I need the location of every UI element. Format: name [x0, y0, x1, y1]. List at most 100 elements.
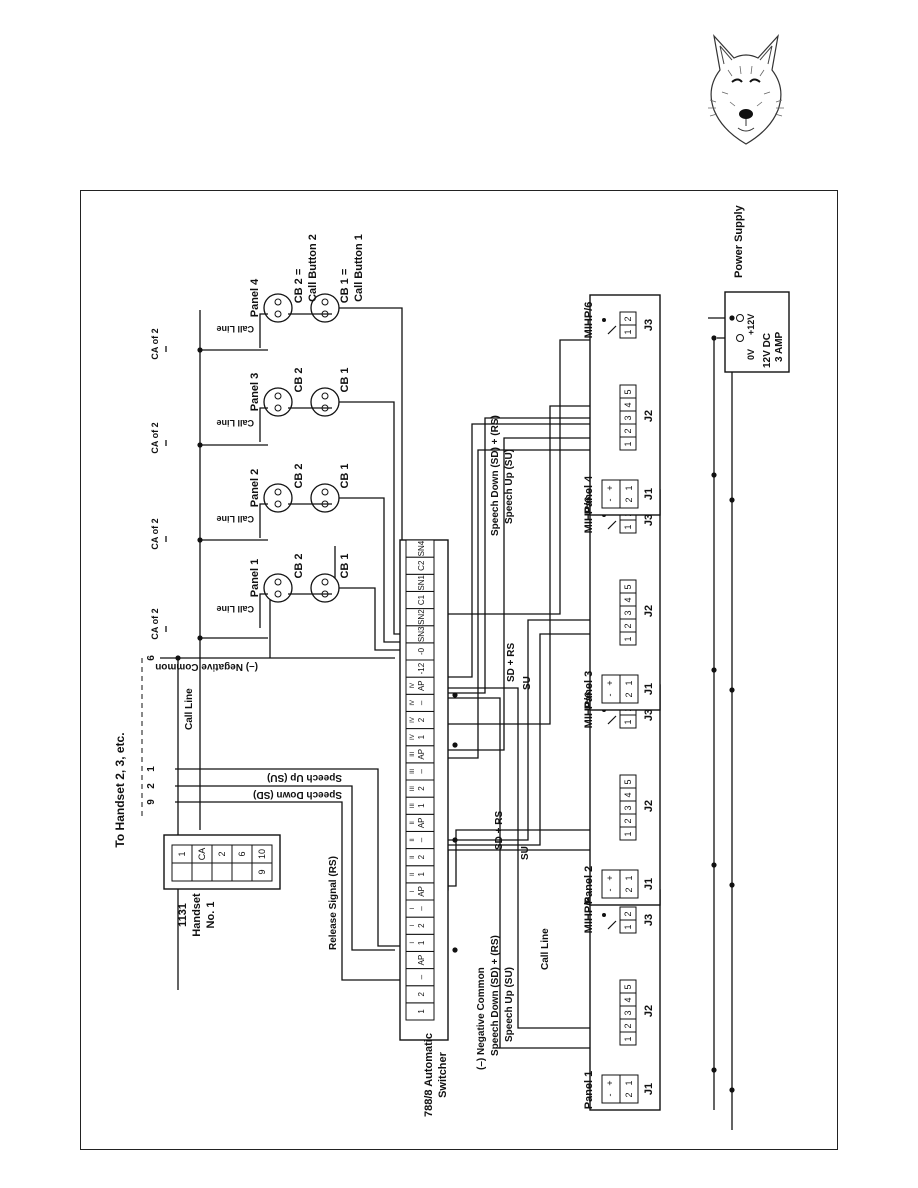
j3-pin-label: 1: [623, 524, 633, 529]
handset-terminal-label: 6: [237, 851, 247, 856]
bus-number-label: 2: [146, 783, 157, 789]
j1-minus-label: -: [605, 1094, 615, 1097]
j2-pin-label: 5: [623, 779, 633, 784]
switcher-terminal: -12: [405, 659, 435, 678]
call-line-label: Call Line: [216, 324, 254, 334]
handset-terminal-label: CA: [197, 848, 207, 861]
su-label-panel3: SU: [522, 676, 533, 690]
switcher-terminal: C1: [405, 590, 435, 610]
cb2-label: CB 2: [293, 367, 305, 392]
j2-label: J2: [643, 800, 655, 812]
junction-dot: [711, 862, 717, 868]
switcher-terminal-group: IV: [410, 683, 416, 689]
call-button-2-icon: [263, 293, 293, 323]
ca-of-label: CA of 2: [150, 422, 160, 453]
handset-terminal-label: 1: [177, 851, 187, 856]
module-panel-label: Panel 2: [583, 866, 595, 905]
module-panel-label: Panel 3: [583, 671, 595, 710]
junction-dot: [452, 947, 458, 953]
switcher-terminal-label: AP: [417, 680, 426, 691]
call-button-2-icon: [263, 387, 293, 417]
j2-pin-label: 1: [623, 441, 633, 446]
sd-rs-label-panel3: SD + RS: [506, 642, 517, 682]
switcher-terminal-label: 2: [417, 992, 426, 997]
switcher-terminal-group: IV: [410, 717, 416, 723]
ca-of-label: CA of 2: [150, 608, 160, 639]
switcher-terminal-group: III: [410, 803, 416, 808]
junction-dot: [452, 692, 458, 698]
switcher-terminal-group: IV: [410, 734, 416, 740]
j2-pin-label: 4: [623, 792, 633, 797]
j1-pin-label: 2: [624, 887, 634, 892]
switcher-terminal-label: -0: [417, 647, 426, 655]
relay-contact-icon: [607, 920, 617, 930]
switcher-terminal-label: AP: [417, 818, 426, 829]
j1-pin-label: 2: [624, 692, 634, 697]
module-panel-label: Panel 1: [583, 1071, 595, 1110]
switcher-terminal-label: SN2: [417, 609, 426, 625]
switcher-terminal: SN4: [405, 539, 435, 558]
sd-rs-label-panel4: Speech Down (SD) + (RS): [490, 415, 501, 536]
switcher-terminal-group: I: [410, 925, 416, 927]
j1-pin-label: 1: [624, 875, 634, 880]
panel-title: Panel 1: [249, 559, 261, 598]
sd-rs-label-panel2: SD + RS: [494, 810, 505, 850]
junction-dot: [197, 347, 203, 353]
j2-pin-label: 4: [623, 597, 633, 602]
j2-pin-label: 3: [623, 610, 633, 615]
switcher-terminal: III–: [405, 762, 435, 781]
switcher-terminal-label: 1: [417, 803, 426, 808]
call-line-label: Call Line: [216, 418, 254, 428]
j1-pin-label: 2: [624, 1092, 634, 1097]
switcher-terminal-label: 2: [417, 854, 426, 859]
j3-pin-label: 2: [623, 316, 633, 321]
switcher-terminal: II–: [405, 830, 435, 850]
panel-title: Panel 3: [249, 373, 261, 412]
speech-up-label: Speech Up (SU): [267, 772, 342, 783]
cb1-label: CB 1: [339, 367, 351, 392]
j3-label: J3: [643, 514, 655, 526]
su-label-panel4: Speech Up (SU): [504, 449, 515, 524]
junction-dot: [729, 1087, 735, 1093]
switcher-terminal: AP: [405, 950, 435, 970]
j3-label: J3: [643, 319, 655, 331]
j1-pin-label: 1: [624, 1080, 634, 1085]
j2-pin-label: 2: [623, 818, 633, 823]
junction-dot: [711, 667, 717, 673]
bus-number-label: 9: [146, 799, 157, 805]
panel-title: Panel 4: [249, 278, 261, 317]
bus-number-label: 1: [146, 766, 157, 772]
relay-contact-icon: [607, 520, 617, 530]
bus-number-label: 6: [146, 655, 157, 661]
call-line-label-mid: Call Line: [540, 928, 551, 970]
switcher-terminal-group: I: [410, 907, 416, 909]
switcher-terminal-label: 2: [417, 786, 426, 791]
power-supply-box: [724, 291, 790, 373]
sd-rs-label-panel1: Speech Down (SD) + (RS): [490, 935, 501, 1056]
switcher-terminal-label: 1: [417, 734, 426, 739]
switcher-terminal-group: II: [410, 855, 416, 859]
junction-dot: [452, 742, 458, 748]
switcher-terminal: 1: [405, 1002, 435, 1021]
call-button-1-icon: [310, 387, 340, 417]
handset-terminal-label: 9: [257, 869, 267, 874]
switcher-terminal-label: AP: [417, 886, 426, 897]
switcher-terminal-label: AP: [417, 749, 426, 760]
switcher-terminal: –: [405, 968, 435, 987]
handset-terminal-label: 10: [257, 849, 267, 859]
j2-pin-label: 2: [623, 623, 633, 628]
j2-pin-label: 3: [623, 1010, 633, 1015]
j2-label: J2: [643, 605, 655, 617]
ca-of-label: CA of 2: [150, 518, 160, 549]
switcher-terminal-label: –: [417, 769, 426, 774]
relay-contact-icon: [602, 913, 606, 917]
